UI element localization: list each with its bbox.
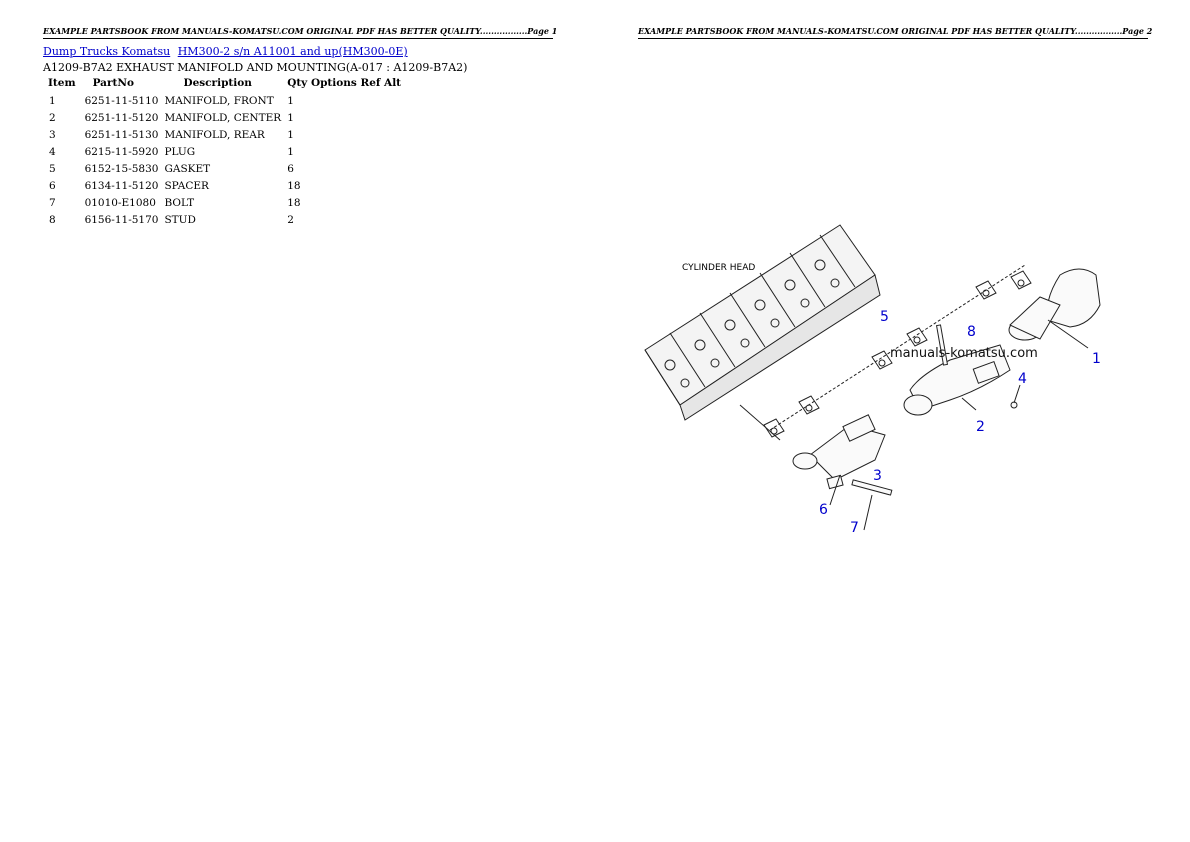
- cell-description: MANIFOLD, FRONT: [164, 94, 274, 107]
- callout-5: 5: [880, 309, 889, 325]
- table-row: 2 6251-11-5120 MANIFOLD, CENTER 1: [45, 109, 404, 126]
- cell-item: 8: [49, 213, 56, 226]
- section-title: A1209-B7A2 EXHAUST MANIFOLD AND MOUNTING…: [43, 61, 468, 74]
- table-header-row: Item PartNo Description Qty Options Ref …: [45, 76, 404, 92]
- cell-item: 6: [49, 179, 56, 192]
- parts-table: Item PartNo Description Qty Options Ref …: [45, 76, 404, 228]
- col-header-item: Item: [48, 77, 76, 89]
- cell-item: 5: [49, 162, 56, 175]
- callouts: 1 2 3 4 5 6 7 8: [819, 309, 1101, 536]
- cell-description: MANIFOLD, CENTER: [164, 111, 282, 124]
- callout-3: 3: [873, 468, 882, 484]
- cell-partno: 6156-11-5170: [84, 213, 159, 226]
- hardware-drawing: [826, 319, 1089, 531]
- cell-qty: 1: [287, 94, 294, 107]
- cell-partno: 6251-11-5130: [84, 128, 159, 141]
- cell-qty: 18: [287, 179, 301, 192]
- cell-description: PLUG: [164, 145, 196, 158]
- callout-2: 2: [976, 419, 985, 435]
- cell-item: 7: [49, 196, 56, 209]
- table-row: 8 6156-11-5170 STUD 2: [45, 211, 404, 228]
- cell-description: SPACER: [164, 179, 209, 192]
- cell-partno: 6152-15-5830: [84, 162, 159, 175]
- page-header-1: EXAMPLE PARTSBOOK FROM MANUALS-KOMATSU.C…: [43, 26, 557, 39]
- cell-qty: 1: [287, 111, 294, 124]
- page-header-2: EXAMPLE PARTSBOOK FROM MANUALS-KOMATSU.C…: [638, 26, 1152, 39]
- cell-partno: 6251-11-5110: [84, 94, 159, 107]
- manifold-center-drawing: [903, 344, 1011, 416]
- cell-description: MANIFOLD, REAR: [164, 128, 265, 141]
- col-header-qty: Qty Options Ref Alt: [287, 77, 402, 89]
- cell-qty: 1: [287, 128, 294, 141]
- exploded-parts-diagram: CYLINDER HEAD manuals-komatsu.com 1 2 3: [644, 224, 1101, 536]
- manifold-rear-drawing: [792, 414, 886, 481]
- cell-partno: 6215-11-5920: [84, 145, 159, 158]
- table-row: 3 6251-11-5130 MANIFOLD, REAR 1: [45, 126, 404, 143]
- col-header-description: Description: [183, 77, 252, 89]
- cell-partno: 01010-E1080: [84, 196, 156, 209]
- gasket-set: [739, 264, 1032, 441]
- callout-8: 8: [967, 324, 976, 340]
- cell-item: 2: [49, 111, 56, 124]
- cell-qty: 2: [287, 213, 294, 226]
- link-dump-trucks[interactable]: Dump Trucks Komatsu: [43, 45, 171, 58]
- cell-partno: 6134-11-5120: [84, 179, 159, 192]
- cell-partno: 6251-11-5120: [84, 111, 159, 124]
- callout-1: 1: [1092, 351, 1101, 367]
- cell-item: 3: [49, 128, 56, 141]
- callout-4: 4: [1018, 371, 1027, 387]
- breadcrumb: Dump Trucks Komatsu HM300-2 s/n A11001 a…: [43, 45, 412, 58]
- cell-qty: 18: [287, 196, 301, 209]
- cylinder-head-label: CYLINDER HEAD: [682, 263, 755, 273]
- table-row: 5 6152-15-5830 GASKET 6: [45, 160, 404, 177]
- cell-item: 1: [49, 94, 56, 107]
- cell-qty: 1: [287, 145, 294, 158]
- cylinder-head-drawing: [644, 224, 881, 421]
- link-model[interactable]: HM300-2 s/n A11001 and up(HM300-0E): [177, 45, 408, 58]
- table-row: 7 01010-E1080 BOLT 18: [45, 194, 404, 211]
- manifold-front-drawing: [1008, 268, 1101, 341]
- cell-description: STUD: [164, 213, 196, 226]
- cell-item: 4: [49, 145, 56, 158]
- table-row: 6 6134-11-5120 SPACER 18: [45, 177, 404, 194]
- col-header-partno: PartNo: [92, 77, 134, 89]
- cell-description: BOLT: [164, 196, 195, 209]
- watermark-text: manuals-komatsu.com: [890, 346, 1038, 361]
- callout-6: 6: [819, 502, 828, 518]
- callout-7: 7: [850, 520, 859, 536]
- cell-qty: 6: [287, 162, 294, 175]
- table-row: 1 6251-11-5110 MANIFOLD, FRONT 1: [45, 92, 404, 109]
- table-row: 4 6215-11-5920 PLUG 1: [45, 143, 404, 160]
- cell-description: GASKET: [164, 162, 211, 175]
